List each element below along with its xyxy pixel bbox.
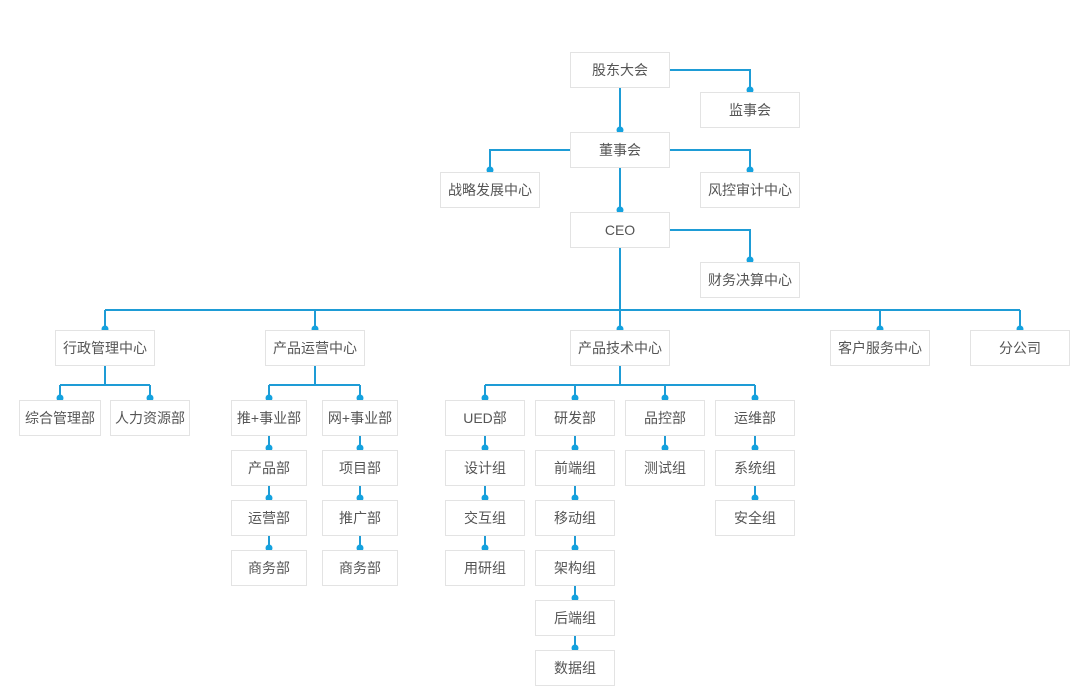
org-node-rd-dept: 研发部 <box>535 400 615 436</box>
org-node-mobile-group: 移动组 <box>535 500 615 536</box>
org-node-project-dept: 项目部 <box>322 450 398 486</box>
org-node-design-group: 设计组 <box>445 450 525 486</box>
org-node-admin-center: 行政管理中心 <box>55 330 155 366</box>
org-node-general-dept: 综合管理部 <box>19 400 101 436</box>
org-node-ued-dept: UED部 <box>445 400 525 436</box>
org-node-shareholders: 股东大会 <box>570 52 670 88</box>
org-node-wang-division: 网+事业部 <box>322 400 398 436</box>
org-node-backend-group: 后端组 <box>535 600 615 636</box>
org-node-frontend-group: 前端组 <box>535 450 615 486</box>
org-node-supervisory: 监事会 <box>700 92 800 128</box>
org-node-finance: 财务决算中心 <box>700 262 800 298</box>
org-node-branch: 分公司 <box>970 330 1070 366</box>
org-node-service-center: 客户服务中心 <box>830 330 930 366</box>
org-node-qc-dept: 品控部 <box>625 400 705 436</box>
org-node-architecture-group: 架构组 <box>535 550 615 586</box>
org-node-om-dept: 运维部 <box>715 400 795 436</box>
org-node-strategy: 战略发展中心 <box>440 172 540 208</box>
org-node-system-group: 系统组 <box>715 450 795 486</box>
org-node-business-dept-tui: 商务部 <box>231 550 307 586</box>
org-node-business-dept-wang: 商务部 <box>322 550 398 586</box>
org-node-tui-division: 推+事业部 <box>231 400 307 436</box>
org-node-promotion-dept: 推广部 <box>322 500 398 536</box>
org-node-board: 董事会 <box>570 132 670 168</box>
org-node-ops-center: 产品运营中心 <box>265 330 365 366</box>
org-node-product-dept: 产品部 <box>231 450 307 486</box>
org-node-test-group: 测试组 <box>625 450 705 486</box>
org-node-security-group: 安全组 <box>715 500 795 536</box>
org-node-ceo: CEO <box>570 212 670 248</box>
org-node-data-group: 数据组 <box>535 650 615 686</box>
org-node-user-research-group: 用研组 <box>445 550 525 586</box>
org-node-interaction-group: 交互组 <box>445 500 525 536</box>
org-node-operation-dept: 运营部 <box>231 500 307 536</box>
org-node-tech-center: 产品技术中心 <box>570 330 670 366</box>
org-node-hr-dept: 人力资源部 <box>110 400 190 436</box>
org-node-risk-audit: 风控审计中心 <box>700 172 800 208</box>
